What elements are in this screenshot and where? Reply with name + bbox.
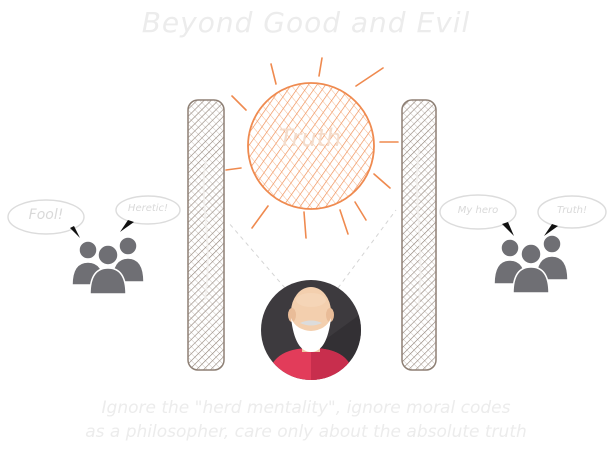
bubble-truth-text: Truth!	[556, 205, 588, 216]
sight-line-left	[227, 221, 286, 289]
bubble-my-hero-text: My hero	[457, 205, 499, 216]
bubble-heretic	[115, 195, 181, 232]
sun	[247, 82, 375, 210]
sun-rays	[225, 57, 399, 239]
crowd-left	[71, 236, 145, 295]
sight-line-right	[337, 209, 397, 289]
crowd-right	[493, 234, 569, 294]
sight-lines	[227, 209, 397, 289]
sun-label: Truth	[278, 124, 342, 152]
bubble-fool	[7, 199, 85, 238]
caption-line-1: Ignore the "herd mentality", ignore mora…	[101, 398, 511, 418]
pillar-right	[401, 99, 437, 371]
diagram-title: Beyond Good and Evil	[141, 6, 471, 39]
philosopher-avatar	[261, 280, 361, 380]
caption-line-2: as a philosopher, care only about the ab…	[85, 422, 527, 442]
bubble-heretic-text: Heretic!	[127, 203, 169, 214]
bubble-truth	[537, 195, 607, 236]
pillar-left	[187, 99, 225, 371]
bubble-my-hero	[439, 194, 517, 236]
bubble-fool-text: Fool!	[28, 207, 64, 223]
